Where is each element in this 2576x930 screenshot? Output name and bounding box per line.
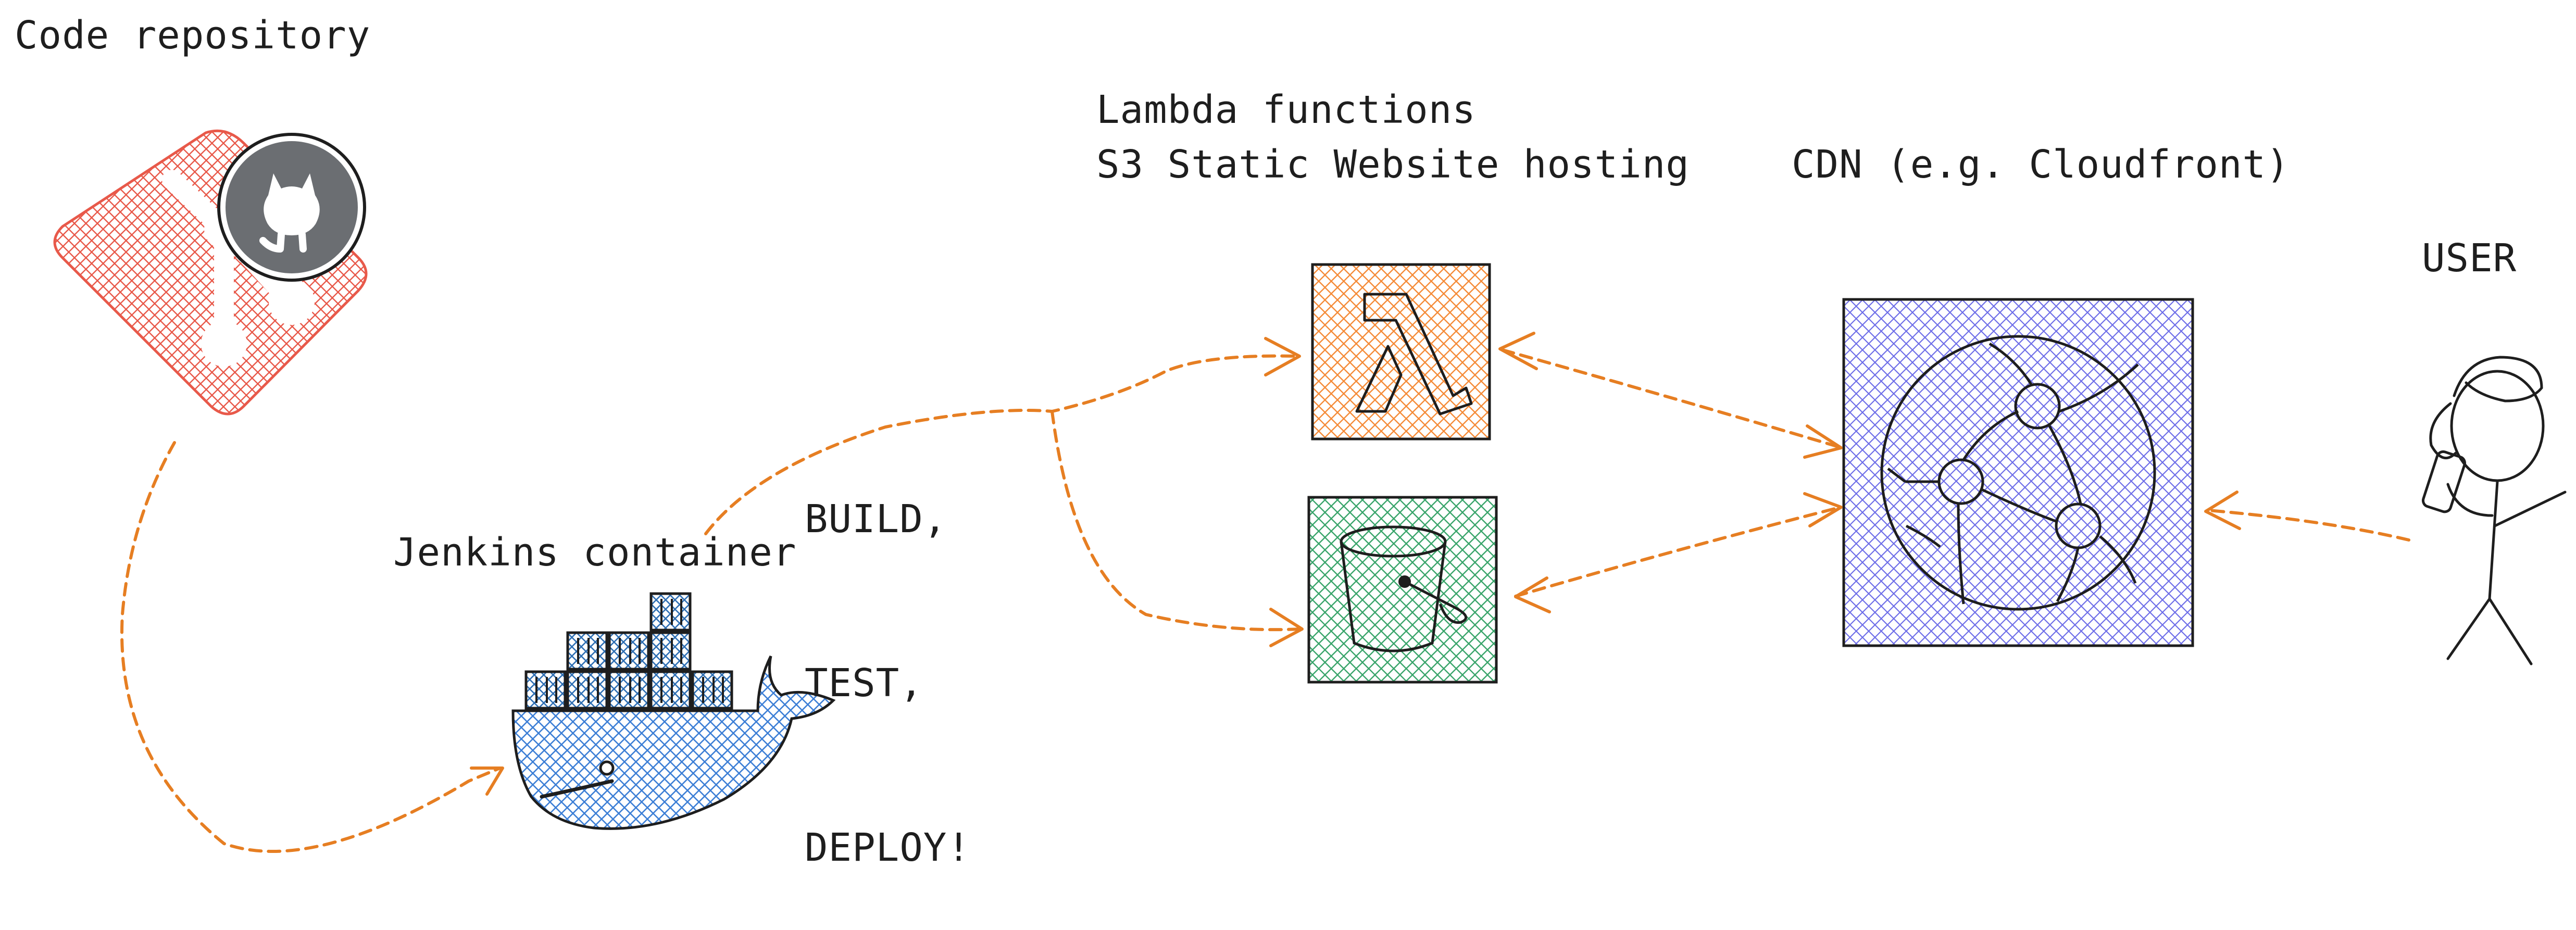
arrowhead-lambda-back (1498, 332, 1538, 370)
arrowhead-jenkins (470, 766, 504, 796)
arrowhead-cdn-from-user (2204, 491, 2241, 530)
code-repository-node (53, 129, 368, 416)
cdn-label: CDN (e.g. Cloudfront) (1792, 142, 2290, 187)
docker-whale-icon (511, 592, 836, 830)
arrowheads (470, 332, 2241, 796)
arrowhead-s3 (1269, 608, 1304, 647)
connectors (120, 348, 2410, 853)
lambda-functions-label: Lambda functions (1096, 87, 1476, 132)
stick-figure-user-icon (2421, 356, 2567, 665)
build-step-line: TEST, (805, 661, 923, 706)
lambda-to-cdn-arrow (1501, 348, 1840, 448)
build-step-line: DEPLOY! (805, 825, 971, 870)
github-octocat-icon (217, 133, 366, 282)
arrowhead-s3-back (1514, 576, 1551, 613)
repo-to-jenkins-arrow (120, 441, 502, 853)
aws-lambda-icon (1355, 293, 1473, 416)
code-repository-label: Code repository (15, 13, 371, 58)
build-step-label: BUILD, TEST, DEPLOY! (805, 383, 971, 930)
arrowhead-cdn-from-s3 (1803, 492, 1843, 527)
arrowhead-lambda (1264, 337, 1301, 376)
user-to-cdn-arrow (2207, 509, 2410, 542)
s3-to-cdn-arrow (1514, 506, 1840, 598)
arrowhead-cdn-from-lambda (1803, 424, 1843, 459)
lambda-functions-node (1311, 263, 1491, 441)
aws-s3-bucket-icon (1340, 525, 1468, 652)
cdn-node (1842, 298, 2194, 647)
aws-cloudfront-icon (1880, 335, 2156, 611)
jenkins-to-s3-arrow (1051, 410, 1301, 632)
s3-hosting-label: S3 Static Website hosting (1096, 142, 1690, 187)
s3-static-website-node (1307, 496, 1498, 684)
build-step-line: BUILD, (805, 497, 947, 542)
architecture-diagram (53, 129, 2567, 853)
jenkins-container-label: Jenkins container (393, 530, 797, 575)
user-label: USER (2422, 236, 2517, 281)
jenkins-to-lambda-arrow (704, 354, 1298, 535)
